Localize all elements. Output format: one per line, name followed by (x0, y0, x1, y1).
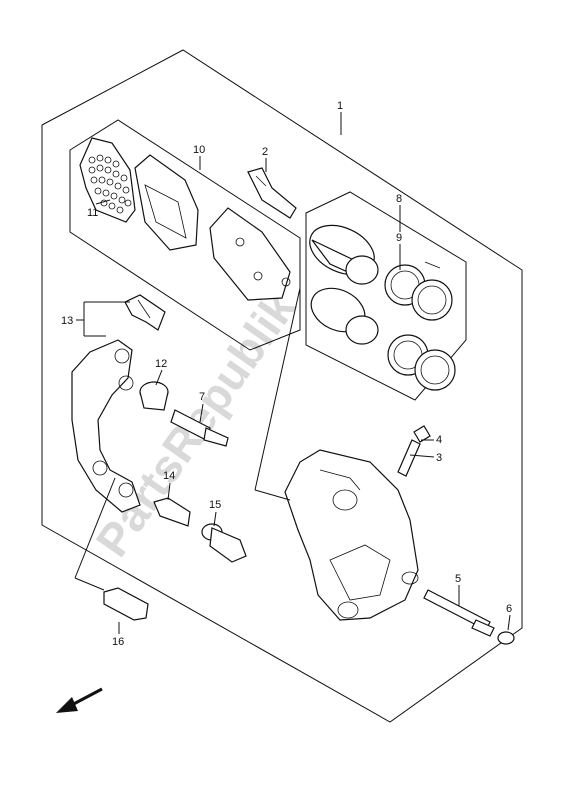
seal-kit-box (305, 191, 467, 401)
front-direction-arrow-icon (56, 687, 103, 713)
pad-shim (79, 137, 136, 223)
callout-15: 15 (209, 499, 221, 511)
mounting-bolt (201, 523, 247, 563)
pad-spring-clip (124, 294, 166, 331)
bleeder-valve (397, 425, 431, 477)
caliper-piston-1 (309, 224, 379, 285)
callout-13: 13 (61, 315, 73, 327)
bracket-bolt (103, 587, 149, 621)
dust-boot (139, 381, 169, 411)
callout-12: 12 (155, 358, 167, 370)
callout-3: 3 (436, 452, 442, 464)
callout-8: 8 (396, 193, 402, 205)
callout-10: 10 (193, 144, 205, 156)
piston-seal-set (384, 261, 456, 391)
slide-pin (170, 409, 229, 447)
assembly-outline (41, 49, 523, 723)
callout-7: 7 (199, 391, 205, 403)
callout-2: 2 (262, 146, 268, 158)
callout-6: 6 (506, 603, 512, 615)
brake-pad-2 (209, 207, 291, 301)
brake-pad (134, 154, 199, 251)
leader-lines (74, 112, 511, 634)
callout-16: 16 (112, 636, 124, 648)
caliper-bracket (71, 339, 141, 513)
caliper-body (284, 449, 419, 621)
slide-pin-2 (153, 497, 191, 527)
callout-9: 9 (396, 232, 402, 244)
callout-1: 1 (337, 100, 343, 112)
pad-spring (247, 167, 297, 219)
guide-pin (423, 589, 495, 637)
pin-cap (497, 631, 515, 645)
pad-kit-box (69, 119, 301, 351)
callout-5: 5 (455, 573, 461, 585)
callout-11: 11 (87, 207, 98, 219)
callout-14: 14 (163, 470, 175, 482)
callout-4: 4 (436, 434, 442, 446)
caliper-piston-2 (310, 287, 379, 345)
